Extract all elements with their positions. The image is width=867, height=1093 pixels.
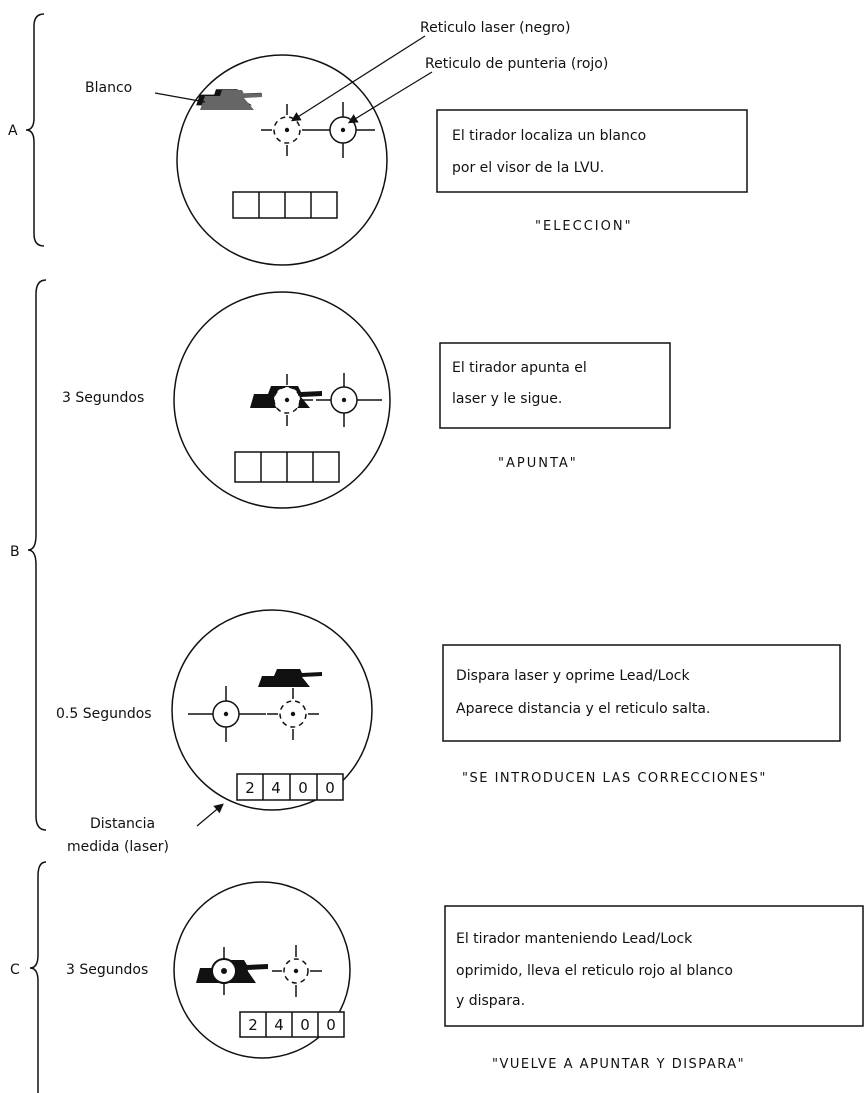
target-tank	[258, 669, 322, 687]
description-box	[439, 342, 671, 429]
laser-reticle	[261, 374, 313, 426]
laser-reticle	[261, 104, 313, 156]
brace-b	[27, 279, 47, 831]
step-caption: "VUELVE A APUNTAR Y DISPARA"	[492, 1057, 745, 1072]
description-line-2: laser y le sigue.	[452, 391, 562, 407]
scope-view	[176, 54, 388, 266]
description-line-2: Aparece distancia y el reticulo salta.	[456, 701, 710, 717]
range-digit: 0	[298, 779, 308, 797]
aim-reticle-label: Reticulo de punteria (rojo)	[425, 56, 608, 72]
target-pointer	[154, 92, 206, 103]
range-digit: 4	[271, 779, 281, 797]
description-line-2: oprimido, lleva el reticulo rojo al blan…	[456, 963, 733, 979]
aim-reticle	[200, 947, 248, 995]
step-caption: "APUNTA"	[498, 456, 578, 471]
description-line-2: por el visor de la LVU.	[452, 160, 604, 176]
description-box	[444, 905, 864, 1027]
section-b: B 3 Segundos	[10, 279, 841, 855]
scope-view	[173, 291, 391, 509]
step-correction: 0.5 Segundos	[56, 609, 841, 855]
step-caption: "ELECCION"	[535, 219, 633, 234]
aim-reticle	[313, 102, 375, 158]
section-letter: B	[10, 544, 20, 560]
distance-label-line-2: medida (laser)	[67, 839, 169, 855]
range-digit: 0	[326, 1016, 336, 1034]
aim-reticle	[316, 373, 382, 427]
distance-pointer	[196, 803, 224, 827]
range-digit: 4	[274, 1016, 284, 1034]
description-line-1: El tirador localiza un blanco	[452, 128, 646, 144]
aim-reticle-pointer	[347, 71, 433, 124]
section-c: C 3 Segundos 2 4 0 0	[10, 861, 864, 1093]
range-display	[234, 451, 340, 483]
range-display: 2 4 0 0	[236, 773, 344, 801]
range-digit: 2	[245, 779, 255, 797]
description-box	[442, 644, 841, 742]
section-letter: A	[8, 123, 18, 139]
range-digit: 2	[248, 1016, 258, 1034]
description-line-1: Dispara laser y oprime Lead/Lock	[456, 668, 690, 684]
target-label: Blanco	[85, 80, 132, 96]
brace-c	[29, 861, 47, 1093]
description-line-1: El tirador manteniendo Lead/Lock	[456, 931, 693, 947]
laser-reticle	[272, 945, 322, 997]
description-box	[436, 109, 748, 193]
scope-view	[173, 881, 351, 1059]
time-label: 3 Segundos	[62, 390, 144, 406]
range-digit: 0	[325, 779, 335, 797]
description-line-1: El tirador apunta el	[452, 360, 587, 376]
range-digit: 0	[300, 1016, 310, 1034]
target-tank-body	[200, 90, 262, 110]
laser-reticle-pointer	[290, 35, 426, 122]
aim-reticle	[188, 686, 266, 742]
step-aim: 3 Segundos	[62, 291, 671, 509]
distance-label-line-1: Distancia	[90, 816, 155, 832]
step-caption: "SE INTRODUCEN LAS CORRECCIONES"	[462, 771, 767, 786]
description-line-3: y dispara.	[456, 993, 525, 1009]
section-a: A Blanco Reticulo laser (negro) Reticulo…	[8, 13, 748, 266]
time-label: 3 Segundos	[66, 962, 148, 978]
laser-reticle-label: Reticulo laser (negro)	[420, 20, 570, 36]
section-letter: C	[10, 962, 20, 978]
range-display	[232, 191, 338, 219]
scope-view	[171, 609, 373, 811]
laser-reticle	[267, 688, 319, 740]
range-display: 2 4 0 0	[239, 1011, 345, 1038]
brace-a	[25, 13, 45, 247]
time-label: 0.5 Segundos	[56, 706, 152, 722]
